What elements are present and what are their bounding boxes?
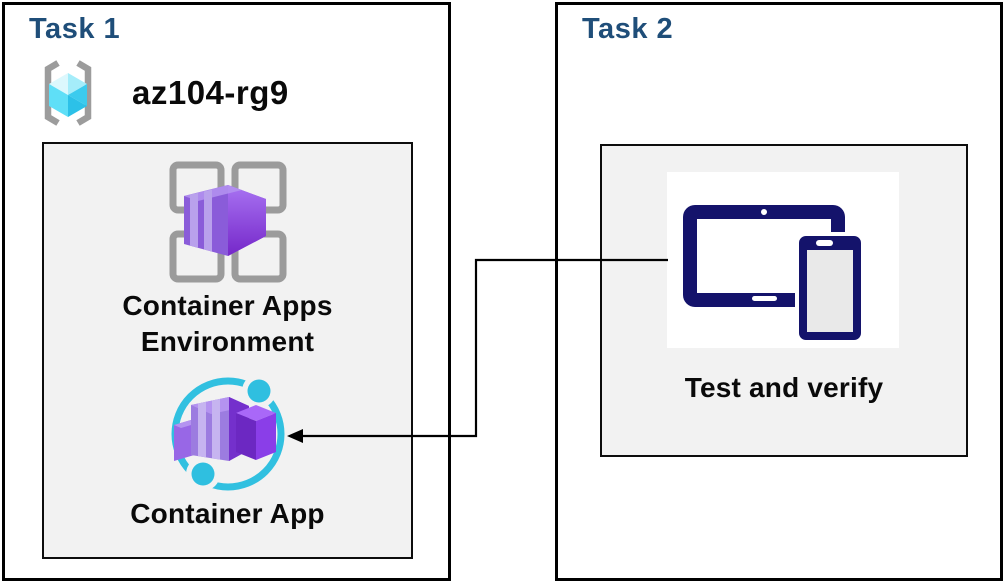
resource-group-row: az104-rg9 xyxy=(35,60,289,126)
resource-group-name: az104-rg9 xyxy=(132,74,289,111)
task2-inner-panel: Test and verify xyxy=(600,144,968,457)
container-app-icon xyxy=(171,374,284,491)
resource-group-icon xyxy=(44,60,92,126)
task1-title: Task 1 xyxy=(29,13,121,45)
environment-label: Container Apps Environment xyxy=(122,290,333,357)
devices-icon xyxy=(683,205,865,344)
task1-inner-panel: Container Apps Environment xyxy=(42,142,413,559)
container-app-label: Container App xyxy=(130,498,325,529)
test-and-verify-label: Test and verify xyxy=(684,372,884,403)
task2-panel: Task 2 Test and verify xyxy=(555,2,1003,581)
devices-frame xyxy=(667,172,899,348)
container-apps-environment-icon xyxy=(169,161,286,283)
task1-panel: Task 1 az104-rg9 xyxy=(2,2,451,581)
task2-title: Task 2 xyxy=(582,13,674,45)
